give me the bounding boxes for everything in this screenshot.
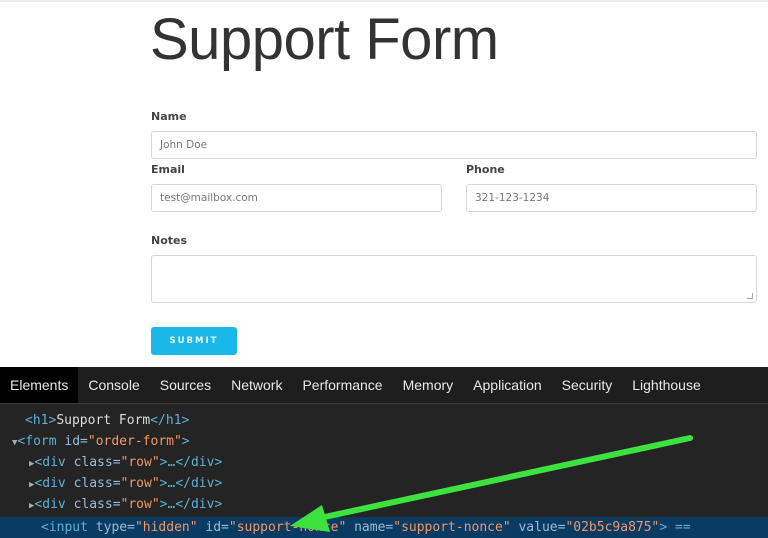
div-attr-value: "row" [120, 497, 160, 512]
value-attr: value= [510, 520, 566, 535]
form-tag-end: > [181, 434, 190, 449]
h1-text: Support Form [56, 413, 151, 428]
devtools-tabs: Elements Console Sources Network Perform… [0, 367, 768, 404]
dom-node-hidden-input-selected[interactable]: <input type="hidden" id="support-nonce" … [0, 517, 768, 538]
tab-security[interactable]: Security [561, 377, 613, 393]
type-value: "hidden" [134, 520, 198, 535]
dom-node-div-row[interactable]: ▶<div class="row">…</div> [0, 452, 768, 473]
notes-label: Notes [151, 234, 188, 247]
h1-close-tag: </h1> [150, 413, 190, 428]
nonce-value: "02b5c9a875" [565, 520, 660, 535]
form-attr: id= [64, 434, 88, 449]
name-input[interactable]: John Doe [151, 131, 757, 159]
id-attr: id= [197, 520, 229, 535]
div-tag-end: >…</div> [159, 476, 223, 491]
tab-lighthouse[interactable]: Lighthouse [632, 377, 701, 393]
phone-label: Phone [466, 163, 505, 176]
form-tag: <form [17, 434, 65, 449]
notes-textarea[interactable] [151, 255, 757, 303]
tab-elements[interactable]: Elements [0, 367, 79, 403]
div-tag: <div [34, 455, 74, 470]
resize-handle[interactable] [747, 293, 753, 299]
id-value: "support-nonce" [228, 520, 347, 535]
h1-open-tag: <h1> [25, 413, 57, 428]
div-attr: class= [73, 497, 121, 512]
collapsed-triangle-icon[interactable]: ▶ [29, 459, 35, 469]
tab-performance[interactable]: Performance [302, 377, 383, 393]
tab-memory[interactable]: Memory [402, 377, 454, 393]
input-tag-end: > == [659, 520, 691, 535]
email-label: Email [151, 163, 185, 176]
page-title: Support Form [150, 7, 499, 72]
collapsed-triangle-icon[interactable]: ▶ [29, 480, 35, 490]
tab-application[interactable]: Application [473, 377, 542, 393]
tab-sources[interactable]: Sources [159, 377, 212, 393]
div-attr-value: "row" [120, 455, 160, 470]
name-attr: name= [346, 520, 394, 535]
dom-node-h1[interactable]: <h1>Support Form</h1> [0, 410, 768, 431]
name-value: "support-nonce" [393, 520, 511, 535]
name-label: Name [151, 110, 187, 123]
dom-node-div-row[interactable]: ▶<div class="row">…</div> [0, 494, 768, 515]
tab-console[interactable]: Console [88, 377, 140, 393]
submit-button[interactable]: SUBMIT [151, 327, 237, 355]
input-tag: <input [41, 520, 96, 535]
expanded-triangle-icon[interactable]: ▼ [12, 438, 18, 448]
tab-network[interactable]: Network [231, 377, 283, 393]
devtools-panel: Elements Console Sources Network Perform… [0, 367, 768, 538]
dom-node-div-row[interactable]: ▶<div class="row">…</div> [0, 473, 768, 494]
div-attr-value: "row" [120, 476, 160, 491]
dom-node-form[interactable]: ▼<form id="order-form"> [0, 431, 768, 452]
collapsed-triangle-icon[interactable]: ▶ [29, 501, 35, 511]
div-attr: class= [73, 455, 121, 470]
email-input[interactable]: test@mailbox.com [151, 184, 442, 212]
div-tag-end: >…</div> [159, 497, 223, 512]
type-attr: type= [95, 520, 135, 535]
form-attr-value: "order-form" [87, 434, 182, 449]
phone-input[interactable]: 321-123-1234 [466, 184, 757, 212]
div-tag: <div [34, 476, 74, 491]
div-tag-end: >…</div> [159, 455, 223, 470]
support-page: Support Form Name John Doe Email test@ma… [0, 0, 768, 355]
div-attr: class= [73, 476, 121, 491]
div-tag: <div [34, 497, 74, 512]
